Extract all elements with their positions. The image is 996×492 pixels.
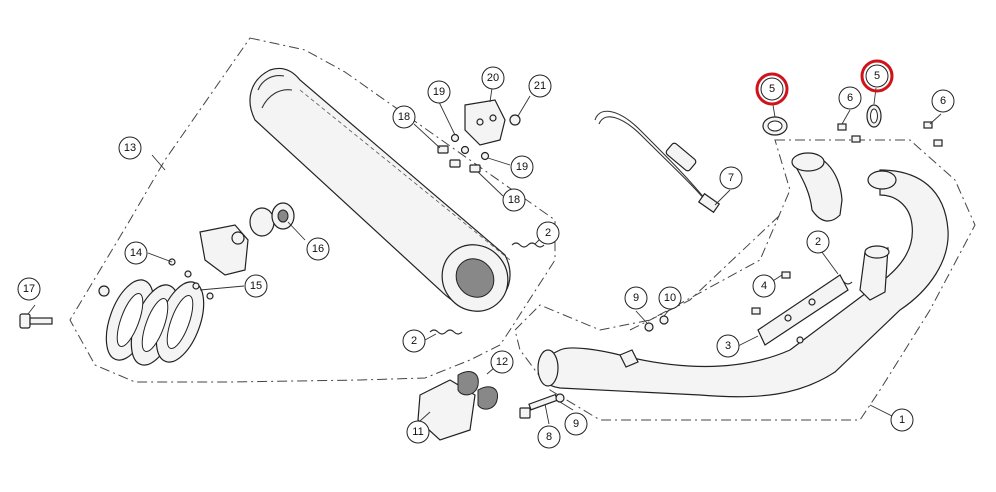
callout-9-lower: 9: [564, 412, 588, 436]
callout-16: 16: [306, 237, 330, 261]
callout-18-lower: 18: [502, 188, 526, 212]
callout-14: 14: [124, 241, 148, 265]
svg-text:20: 20: [487, 72, 499, 84]
svg-text:18: 18: [398, 111, 410, 123]
svg-text:11: 11: [412, 426, 423, 438]
svg-text:19: 19: [516, 161, 528, 173]
hanger-bracket: [199, 224, 249, 276]
callout-18-upper: 18: [392, 105, 416, 129]
svg-text:5: 5: [769, 83, 775, 95]
heat-shield: [757, 274, 849, 346]
callout-1: 1: [890, 408, 914, 432]
svg-text:18: 18: [508, 194, 520, 206]
bolt-17: [19, 313, 53, 329]
callout-13: 13: [118, 136, 142, 160]
nut-21: [509, 114, 521, 126]
callout-5-left-highlighted: 5: [755, 72, 789, 106]
callout-15: 15: [244, 274, 268, 298]
callout-4: 4: [752, 274, 776, 298]
svg-text:9: 9: [573, 418, 579, 430]
svg-text:14: 14: [130, 247, 142, 259]
callout-17: 17: [17, 277, 41, 301]
svg-text:6: 6: [847, 92, 853, 104]
svg-text:3: 3: [725, 340, 731, 352]
svg-text:8: 8: [546, 431, 552, 443]
svg-text:1: 1: [899, 414, 905, 426]
svg-text:5: 5: [874, 70, 880, 82]
svg-text:15: 15: [250, 280, 262, 292]
callout-6-right: 6: [931, 89, 955, 113]
nuts-center: [644, 315, 669, 332]
callout-19-lower: 19: [510, 155, 534, 179]
bracket-bolts: [437, 133, 490, 173]
svg-text:2: 2: [411, 335, 417, 347]
svg-text:10: 10: [664, 292, 676, 304]
callout-12: 12: [490, 350, 514, 374]
svg-text:21: 21: [534, 80, 546, 92]
svg-text:2: 2: [815, 236, 821, 248]
flange-bolts: [837, 121, 943, 147]
bolt-8: [519, 393, 565, 419]
callout-11: 11: [406, 420, 430, 444]
callout-7: 7: [719, 166, 743, 190]
callout-9-center: 9: [624, 286, 648, 310]
svg-text:16: 16: [312, 243, 324, 255]
svg-text:17: 17: [23, 283, 35, 295]
muffler-group-boundary: [69, 37, 556, 383]
callout-2-header: 2: [806, 230, 830, 254]
callout-5-right-highlighted: 5: [860, 59, 894, 93]
svg-text:4: 4: [761, 280, 767, 292]
callout-19-upper: 19: [427, 80, 451, 104]
svg-text:19: 19: [433, 86, 445, 98]
callout-10: 10: [658, 286, 682, 310]
svg-text:9: 9: [633, 292, 639, 304]
header-pipes: [537, 152, 949, 398]
header-group-boundary: [514, 139, 976, 421]
sensor-cable: [594, 110, 721, 214]
center-separator-line: [629, 214, 781, 331]
gaskets: [762, 104, 882, 136]
muffler-body: [249, 67, 511, 312]
svg-text:6: 6: [940, 95, 946, 107]
callout-6-left: 6: [838, 86, 862, 110]
svg-text:7: 7: [728, 172, 734, 184]
rubber-grommet: [249, 202, 295, 237]
callout-3: 3: [716, 334, 740, 358]
strap-loops: [98, 258, 214, 366]
clamp-bracket: [417, 371, 499, 441]
mounting-bracket: [464, 99, 506, 146]
callout-8: 8: [537, 425, 561, 449]
svg-text:2: 2: [545, 227, 551, 239]
callout-2-muffler: 2: [536, 221, 560, 245]
callout-2-lower: 2: [402, 329, 426, 353]
svg-text:13: 13: [124, 142, 136, 154]
callout-20: 20: [481, 66, 505, 90]
callout-21: 21: [528, 74, 552, 98]
svg-text:12: 12: [496, 356, 508, 368]
